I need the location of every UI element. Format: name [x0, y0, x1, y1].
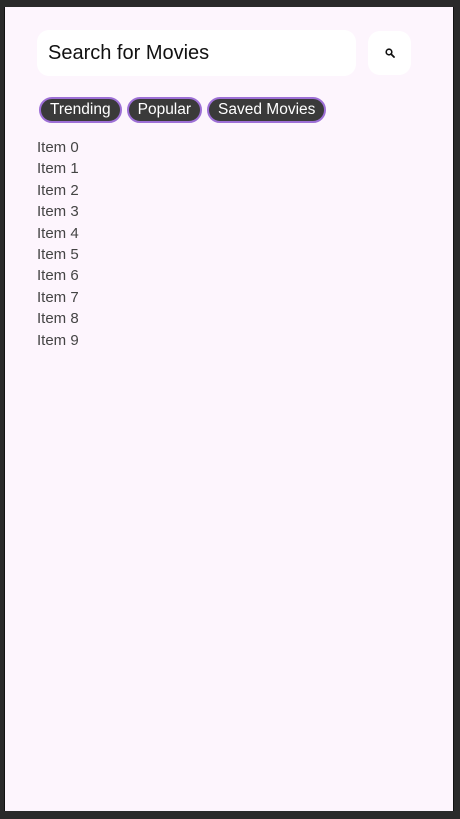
- list-item[interactable]: Item 9: [37, 331, 79, 349]
- search-field[interactable]: [37, 30, 356, 76]
- tab-saved-movies[interactable]: Saved Movies: [207, 97, 327, 123]
- list-item[interactable]: Item 3: [37, 203, 79, 221]
- search-icon: [384, 48, 395, 58]
- list-item[interactable]: Item 1: [37, 160, 79, 178]
- list-item[interactable]: Item 4: [37, 224, 79, 242]
- category-tabs: Trending Popular Saved Movies: [39, 97, 327, 123]
- tab-popular[interactable]: Popular: [126, 97, 203, 123]
- app-screen: Trending Popular Saved Movies Item 0 Ite…: [4, 7, 454, 811]
- search-input[interactable]: [48, 41, 356, 65]
- list-item[interactable]: Item 2: [37, 181, 79, 199]
- tab-trending[interactable]: Trending: [39, 97, 122, 123]
- search-button[interactable]: [368, 31, 411, 75]
- list-item[interactable]: Item 5: [37, 245, 79, 263]
- list-item[interactable]: Item 6: [37, 267, 79, 285]
- list-item[interactable]: Item 0: [37, 139, 79, 156]
- list-item[interactable]: Item 8: [37, 310, 79, 328]
- list-item[interactable]: Item 7: [37, 288, 79, 306]
- movie-list: Item 0 Item 1 Item 2 Item 3 Item 4 Item …: [37, 137, 79, 351]
